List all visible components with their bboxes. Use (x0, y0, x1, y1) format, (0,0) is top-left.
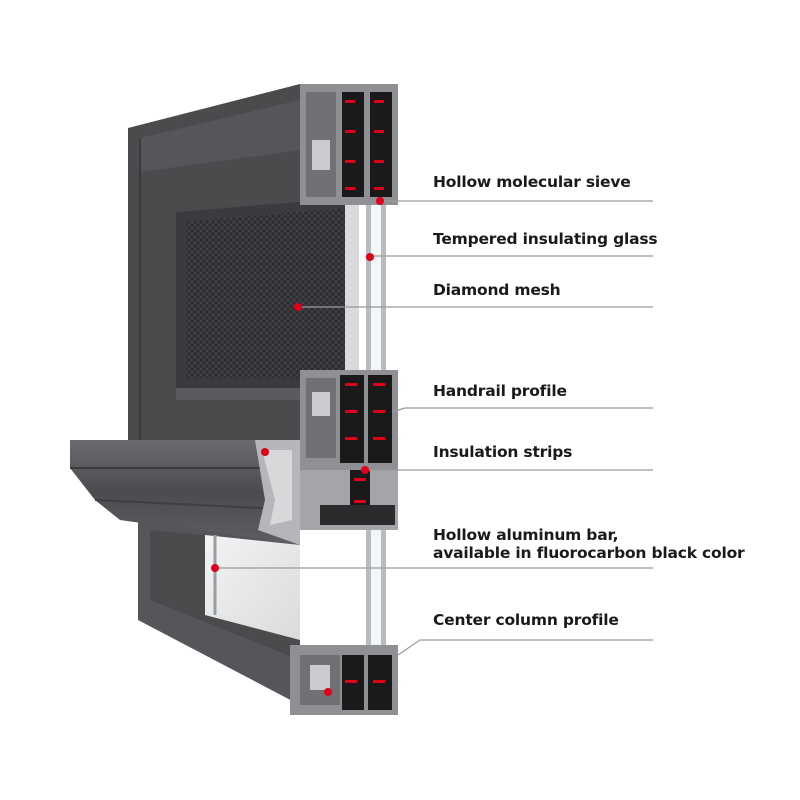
marker-dots (211, 197, 384, 696)
leader-handrail-profile (391, 407, 653, 413)
leader-center-column (397, 639, 653, 656)
marker-dot (324, 688, 332, 696)
diamond-mesh-screen (186, 208, 345, 378)
marker-dot (294, 303, 302, 311)
leader-lines (215, 200, 653, 656)
label-hollow-molecular-sieve: Hollow molecular sieve (433, 173, 631, 191)
label-hollow-aluminum-bar-line1: Hollow aluminum bar, (433, 526, 619, 544)
lower-glass (205, 535, 300, 640)
label-tempered-glass: Tempered insulating glass (433, 230, 658, 248)
upper-sash (128, 84, 345, 440)
label-hollow-aluminum-bar-line2: available in fluorocarbon black color (433, 544, 745, 562)
label-handrail-profile: Handrail profile (433, 382, 567, 400)
label-diamond-mesh: Diamond mesh (433, 281, 561, 299)
middle-profile-section (300, 470, 398, 530)
marker-dot (361, 466, 369, 474)
label-hollow-aluminum-bar: Hollow aluminum bar, available in fluoro… (433, 526, 745, 562)
marker-dot (366, 253, 374, 261)
marker-dot (261, 448, 269, 456)
sill (70, 440, 301, 545)
upper-profile-section (300, 84, 398, 470)
marker-dot (376, 197, 384, 205)
label-center-column: Center column profile (433, 611, 619, 629)
lower-sash (138, 520, 398, 715)
marker-dot (211, 564, 219, 572)
label-insulation-strips: Insulation strips (433, 443, 573, 461)
